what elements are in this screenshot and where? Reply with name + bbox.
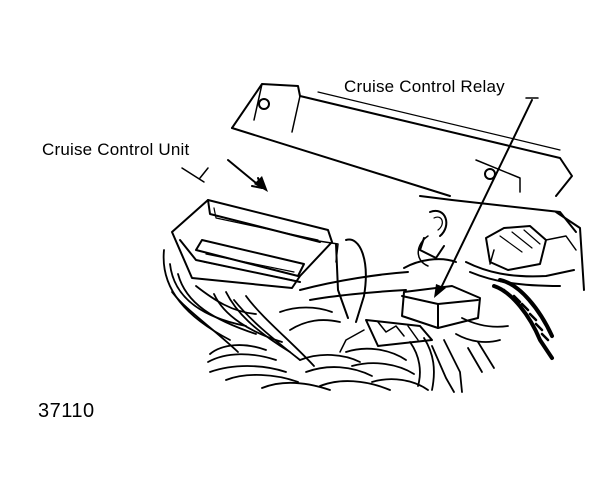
bracket-bolt	[484, 168, 496, 180]
wiring-harness	[162, 249, 509, 393]
figure-number: 37110	[38, 400, 95, 422]
cruise-control-unit-module	[171, 199, 339, 289]
cruise-control-relay-module	[339, 209, 481, 353]
mounting-bolt-hole	[258, 98, 270, 110]
relay-arrowhead-icon	[434, 284, 446, 298]
mounting-bracket	[181, 83, 577, 233]
cruise-control-unit-label: Cruise Control Unit	[42, 140, 190, 159]
relay-leader-line	[439, 99, 533, 291]
cruise-control-relay-label: Cruise Control Relay	[344, 77, 505, 96]
central-duct	[299, 238, 457, 323]
right-hoses	[465, 211, 585, 360]
leader-arrows	[227, 97, 539, 298]
